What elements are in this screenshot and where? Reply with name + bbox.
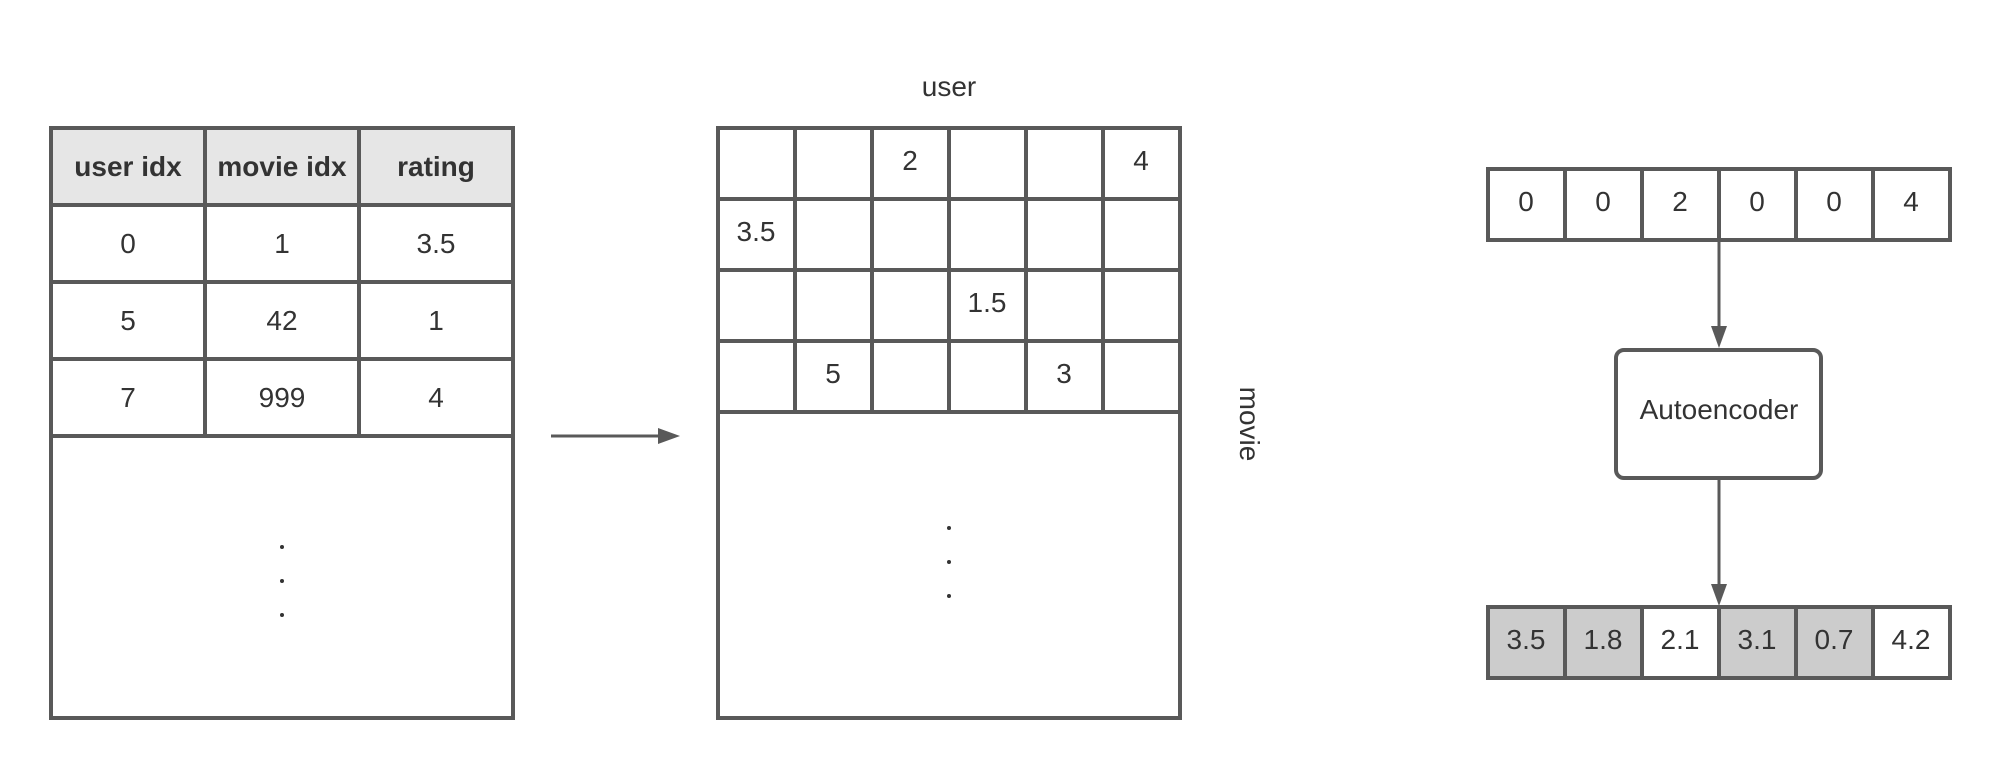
table-cell: 42 [266, 305, 297, 336]
matrix-cell: 1.5 [968, 287, 1007, 318]
table-cell: 1 [428, 305, 444, 336]
table-ellipsis [280, 545, 284, 617]
encoder-output-arrow [1711, 478, 1727, 606]
input-cell [1794, 167, 1875, 242]
output-value: 4.2 [1892, 624, 1931, 655]
output-vector: 3.5 1.8 2.1 3.1 0.7 4.2 [1486, 605, 1952, 680]
input-cell [1640, 167, 1721, 242]
output-value: 0.7 [1815, 624, 1854, 655]
input-value: 4 [1903, 186, 1919, 217]
output-value: 3.5 [1507, 624, 1546, 655]
transform-arrow [551, 428, 680, 444]
ratings-table: user idx movie idx rating 0 1 3.5 5 42 1… [49, 126, 515, 720]
output-value: 2.1 [1661, 624, 1700, 655]
autoencoder-label: Autoencoder [1640, 394, 1799, 425]
input-value: 2 [1672, 186, 1688, 217]
table-header-user-idx: user idx [74, 151, 182, 182]
matrix-cell: 3.5 [737, 216, 776, 247]
input-cell [1563, 167, 1644, 242]
input-value: 0 [1749, 186, 1765, 217]
output-cell [1794, 605, 1875, 680]
input-value: 0 [1518, 186, 1534, 217]
encoder-input-arrow [1711, 240, 1727, 348]
table-cell: 999 [259, 382, 306, 413]
matrix-grid [718, 128, 1180, 414]
table-cell: 5 [120, 305, 136, 336]
matrix-cell: 3 [1056, 358, 1072, 389]
input-cell [1717, 167, 1798, 242]
table-cell: 3.5 [417, 228, 456, 259]
matrix-cell: 2 [902, 145, 918, 176]
table-header-rating: rating [397, 151, 475, 182]
output-cell [1871, 605, 1952, 680]
matrix-movie-label: movie [1234, 387, 1265, 462]
table-cell: 1 [274, 228, 290, 259]
output-value: 3.1 [1738, 624, 1777, 655]
autoencoder-pipeline: 0 0 2 0 0 4 Autoencoder 3.5 1.8 2.1 [1486, 167, 1952, 680]
table-outline [49, 126, 515, 720]
matrix-ellipsis [947, 526, 951, 598]
input-cell [1871, 167, 1952, 242]
table-cell: 4 [428, 382, 444, 413]
table-cell: 0 [120, 228, 136, 259]
table-cell: 7 [120, 382, 136, 413]
input-value: 0 [1826, 186, 1842, 217]
matrix-cell: 4 [1133, 145, 1149, 176]
matrix-cell: 5 [825, 358, 841, 389]
table-header-movie-idx: movie idx [217, 151, 347, 182]
input-value: 0 [1595, 186, 1611, 217]
input-vector: 0 0 2 0 0 4 [1486, 167, 1952, 242]
output-value: 1.8 [1584, 624, 1623, 655]
rating-matrix: user movie 2 4 3.5 1.5 5 3 [716, 71, 1265, 720]
matrix-user-label: user [922, 71, 976, 102]
